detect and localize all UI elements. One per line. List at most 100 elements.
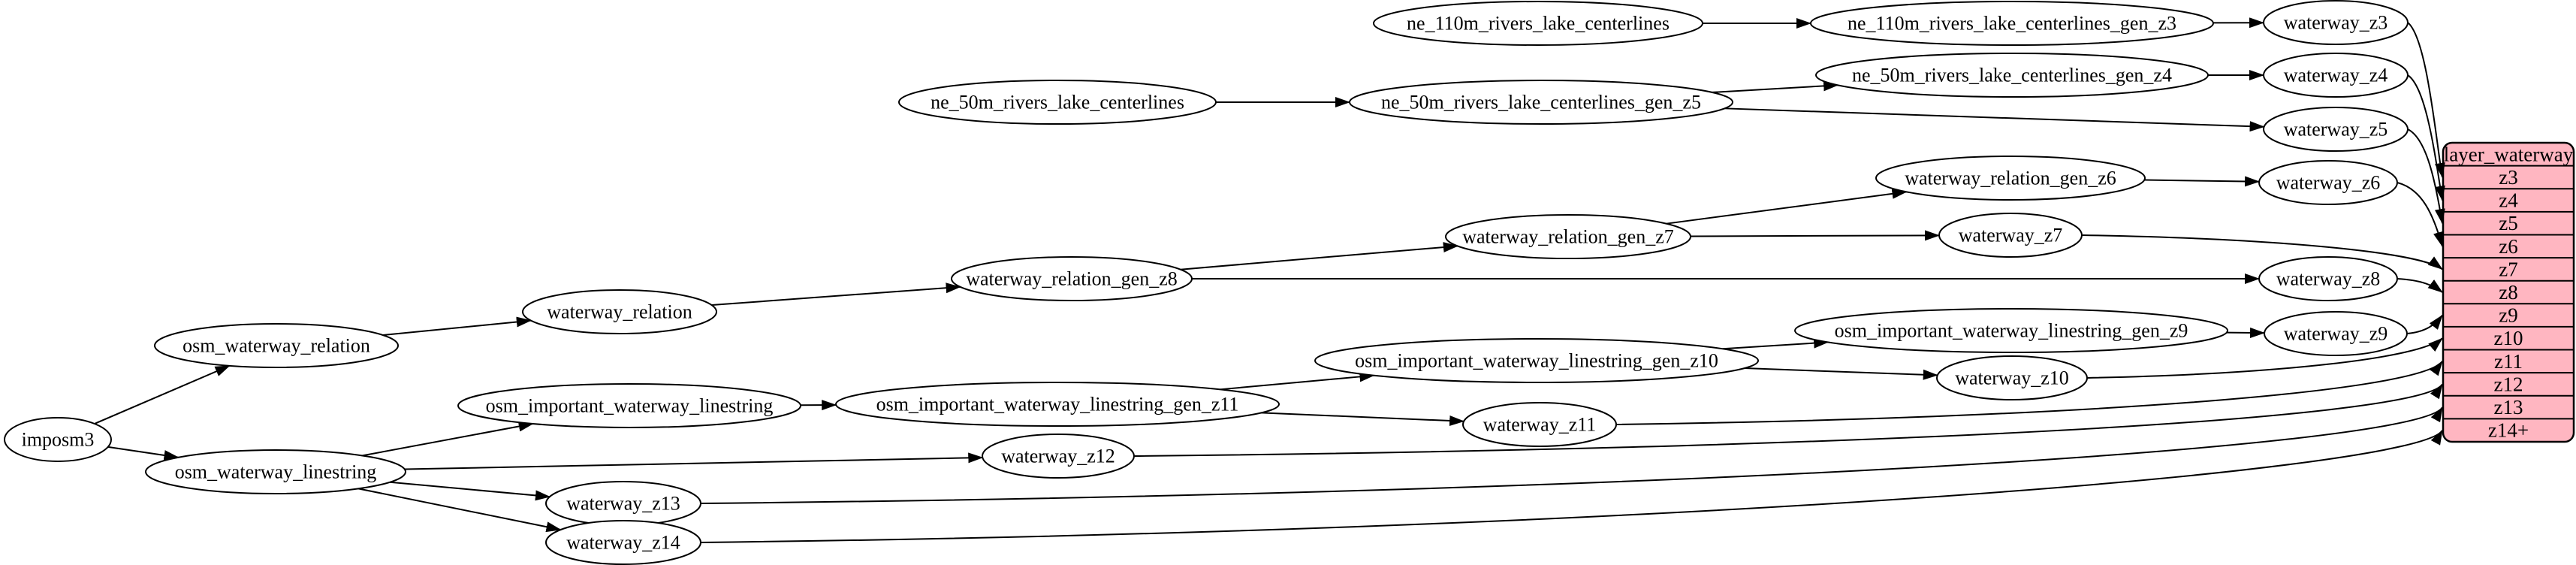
edge-waterway_z12-to-table-row-z12 [1133,383,2443,457]
node-ellipse [1794,308,2228,353]
node-waterway_z14: waterway_z14 [545,520,701,565]
edge-osm_waterway_linestring-to-waterway_z13 [390,481,550,501]
table-row-z11: z11 [2494,350,2523,373]
node-waterway_z5: waterway_z5 [2263,107,2409,152]
node-label: waterway_relation [547,301,692,323]
node-waterway_z11: waterway_z11 [1462,402,1617,447]
node-waterway_z9: waterway_z9 [2264,311,2408,356]
node-ellipse [1938,213,2083,258]
table-row-z13: z13 [2494,396,2523,418]
node-ellipse [2258,160,2398,205]
node-label: osm_important_waterway_linestring [486,395,774,417]
node-ellipse [1810,1,2214,46]
node-label: waterway_z6 [2276,172,2381,194]
edge-osm_waterway_linestring-to-waterway_z14 [357,488,562,533]
node-label: waterway_z10 [1955,367,2069,389]
node-waterway_relation_gen_z6: waterway_relation_gen_z6 [1875,156,2146,201]
nodes-layer: imposm3 osm_waterway_relation osm_waterway… [4,0,2409,565]
edge-waterway_z8-to-table-row-z8 [2397,278,2443,293]
node-ne_50m_rivers_lake_centerlines: ne_50m_rivers_lake_centerlines [898,80,1217,125]
node-ellipse [1314,338,1759,383]
node-waterway_z10: waterway_z10 [1936,355,2088,400]
node-ellipse [145,449,406,494]
node-ne_50m_rivers_lake_centerlines_gen_z4: ne_50m_rivers_lake_centerlines_gen_z4 [1815,53,2209,98]
node-waterway_z8: waterway_z8 [2258,256,2398,301]
edge-imposm3-to-osm_waterway_linestring [107,446,179,461]
node-label: waterway_z3 [2284,12,2388,34]
node-ellipse [951,256,1193,301]
edge-waterway_z11-to-table-row-z11 [1615,361,2443,425]
node-label: waterway_z13 [566,493,680,515]
node-label: osm_important_waterway_linestring_gen_z9 [1835,320,2188,342]
edge-waterway_relation-to-waterway_relation_gen_z8 [711,282,961,307]
edge-osm_waterway_relation-to-waterway_relation [382,316,532,337]
table-row-z10: z10 [2494,327,2523,349]
node-label: osm_waterway_linestring [175,461,377,483]
table-row-z14+: z14+ [2488,419,2529,442]
node-waterway_z13: waterway_z13 [545,481,701,526]
node-label: waterway_relation_gen_z8 [966,268,1178,290]
node-ellipse [1936,355,2088,400]
node-osm_important_waterway_linestring_gen_z9: osm_important_waterway_linestring_gen_z9 [1794,308,2228,353]
node-waterway_z6: waterway_z6 [2258,160,2398,205]
edge-waterway_z5-to-table-row-z5 [2407,128,2445,225]
node-label: waterway_z8 [2276,268,2381,290]
node-ellipse [4,417,112,462]
node-label: osm_important_waterway_linestring_gen_z1… [876,394,1239,415]
node-ellipse [2263,107,2409,152]
node-osm_important_waterway_linestring_gen_z10: osm_important_waterway_linestring_gen_z1… [1314,338,1759,383]
node-ellipse [522,289,717,334]
table-row-z9: z9 [2499,304,2517,327]
edge-waterway_z6-to-table-row-z6 [2397,182,2444,247]
node-label: waterway_z5 [2284,119,2388,140]
node-ne_50m_rivers_lake_centerlines_gen_z5: ne_50m_rivers_lake_centerlines_gen_z5 [1349,80,1733,125]
node-imposm3: imposm3 [4,417,112,462]
node-label: waterway_z9 [2284,323,2388,345]
table-row-z7: z7 [2499,258,2517,280]
node-ne_110m_rivers_lake_centerlines: ne_110m_rivers_lake_centerlines [1373,1,1703,46]
node-ellipse [1815,53,2209,98]
table-row-z4: z4 [2499,189,2518,212]
edge-waterway_z13-to-table-row-z13 [700,406,2443,504]
node-ellipse [1445,214,1691,259]
node-waterway_z4: waterway_z4 [2263,53,2409,98]
edge-waterway_z7-to-table-row-z7 [2081,234,2443,270]
node-ellipse [2264,311,2408,356]
edge-imposm3-to-osm_waterway_relation [94,364,231,425]
node-label: waterway_z11 [1483,414,1597,436]
node-ellipse [2258,256,2398,301]
edge-ne_50m_rivers_lake_centerlines_gen_z5-to-waterway_z5 [1724,107,2265,132]
table-background [2442,141,2575,443]
node-osm_important_waterway_linestring_gen_z11: osm_important_waterway_linestring_gen_z1… [835,382,1280,427]
table-row-z12: z12 [2494,373,2523,395]
node-ellipse [1875,156,2146,201]
node-waterway_z3: waterway_z3 [2263,0,2409,45]
edge-osm_important_waterway_linestring_gen_z11-to-waterway_z11 [1261,412,1465,426]
edge-osm_waterway_linestring-to-osm_important_waterway_linestring [362,421,534,457]
table-row-z3: z3 [2499,166,2517,189]
node-label: waterway_relation_gen_z7 [1462,226,1674,248]
edge-waterway_relation_gen_z8-to-waterway_relation_gen_z7 [1180,242,1458,270]
node-waterway_relation_gen_z8: waterway_relation_gen_z8 [951,256,1193,301]
node-label: ne_110m_rivers_lake_centerlines_gen_z3 [1848,13,2176,35]
node-label: ne_50m_rivers_lake_centerlines_gen_z4 [1852,65,2172,86]
node-ellipse [982,434,1135,479]
node-ellipse [545,520,701,565]
node-label: osm_waterway_relation [182,335,370,357]
node-label: osm_important_waterway_linestring_gen_z1… [1355,350,1718,372]
node-ellipse [1462,402,1617,447]
edge-osm_important_waterway_linestring_gen_z10-to-osm_important_waterway_linestring_gen_z9 [1722,337,1829,350]
edge-waterway_relation_gen_z7-to-waterway_relation_gen_z6 [1666,188,1908,225]
node-ellipse [1373,1,1703,46]
node-label: waterway_z7 [1959,225,2063,246]
node-label: ne_110m_rivers_lake_centerlines [1407,13,1670,35]
node-ellipse [898,80,1217,125]
node-waterway_relation: waterway_relation [522,289,717,334]
node-label: ne_50m_rivers_lake_centerlines_gen_z5 [1381,92,1701,113]
node-waterway_relation_gen_z7: waterway_relation_gen_z7 [1445,214,1691,259]
node-label: ne_50m_rivers_lake_centerlines [931,92,1184,113]
edge-osm_important_waterway_linestring_gen_z10-to-waterway_z10 [1744,367,1938,380]
table-row-z8: z8 [2499,281,2517,304]
